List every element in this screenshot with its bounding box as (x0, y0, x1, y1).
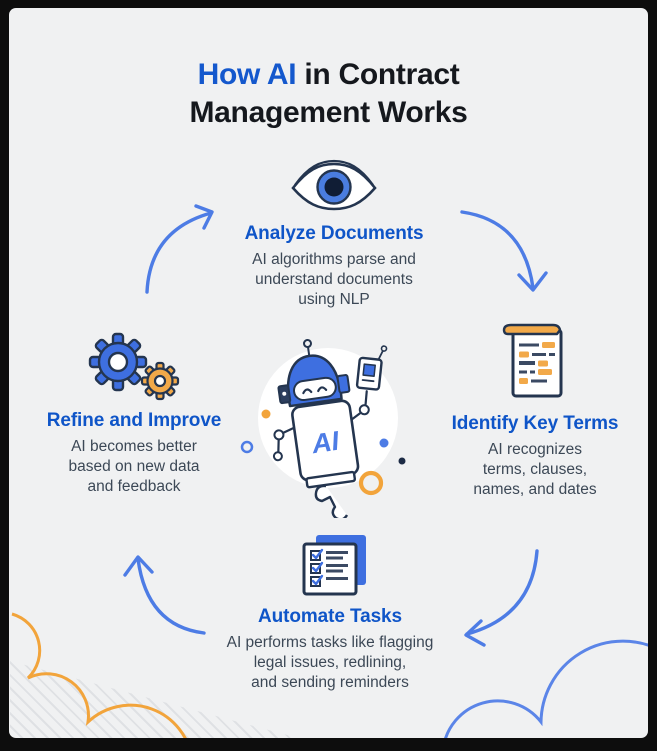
page-title: How AI in Contract Management Works (9, 56, 648, 132)
step-heading: Automate Tasks (258, 606, 402, 627)
step-description: AI recognizes terms, clauses, names, and… (473, 441, 597, 498)
robot-circle-background (258, 348, 398, 488)
robot-ai-label: AI (309, 426, 341, 460)
infographic-frame: How AI in Contract Management Works Anal… (9, 8, 648, 738)
step-heading: Refine and Improve (46, 410, 222, 431)
checklist-stack-icon (302, 535, 366, 596)
wrench-icon (314, 484, 349, 518)
step-heading: Identify Key Terms (451, 413, 619, 434)
annotated-document-icon (502, 323, 563, 398)
black-dot-decoration (398, 457, 406, 465)
title-highlight: How AI (197, 58, 297, 91)
blue-dot-decoration (379, 438, 389, 448)
step-refine-and-improve: Refine and Improve AI becomes better bas… (28, 329, 240, 497)
orange-dot-decoration (261, 409, 271, 419)
step-description: AI performs tasks like flagging legal is… (226, 634, 434, 691)
step-identify-key-terms: Identify Key Terms AI recognizes terms, … (430, 320, 640, 500)
title-line-1: How AI in Contract (197, 58, 460, 91)
step-analyze-documents: Analyze Documents AI algorithms parse an… (194, 158, 474, 310)
blue-ring-decoration (240, 440, 254, 454)
step-automate-tasks: Automate Tasks AI performs tasks like fl… (180, 533, 480, 693)
gears-icon (88, 332, 180, 401)
robot-head (277, 354, 351, 408)
step-description: AI algorithms parse and understand docum… (252, 251, 416, 308)
step-heading: Analyze Documents (244, 223, 424, 244)
orange-ring-decoration (358, 470, 384, 496)
orange-gear (140, 361, 180, 401)
title-line-2: Management Works (189, 96, 468, 129)
blue-gear (88, 332, 148, 392)
eye-icon (291, 159, 377, 211)
handheld-device (355, 345, 388, 391)
arrow-analyze-to-identify (460, 210, 548, 292)
step-description: AI becomes better based on new data and … (68, 438, 200, 495)
robot-mascot: AI (240, 339, 406, 518)
